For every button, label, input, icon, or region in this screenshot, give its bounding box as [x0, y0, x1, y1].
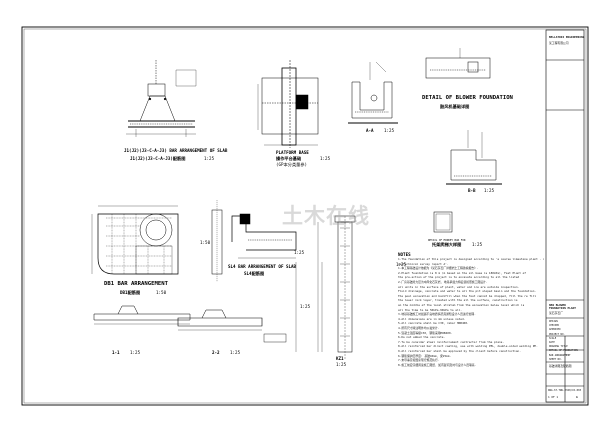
dim-mark: 1:25: [300, 304, 311, 309]
tb-row-label: PROJECT NO.: [549, 332, 565, 336]
section-2-2-scale: 1:25: [230, 350, 241, 355]
db1-scale: 1:50: [156, 290, 167, 295]
note-line: 9.All reinforced bar shall be approved b…: [398, 349, 521, 353]
tb-project: NEW BLOWER FOUNDATION PLANT: [549, 303, 576, 311]
note-line: all the time to be 50kPa-90kPa to all.: [398, 307, 462, 312]
section-a-a: [348, 61, 398, 124]
note-line: 5.混凝土强度等级C30, 钢筋采用HRB400.: [398, 330, 453, 335]
note-line: 6.Do not embed the concrete.: [398, 335, 446, 340]
note-line: 3.地基基础施工时如遇不良地质情况需通知设计人员进行处理.: [398, 312, 476, 317]
platform-base-title: PLATFORM BASE: [276, 150, 309, 155]
note-line: the lower rock layer, treated with the a…: [398, 298, 518, 303]
section-a-a-label: A-A: [366, 128, 374, 133]
note-line: 1.本工程基础设计依据为《某石灰石厂详细岩土工程勘察报告》.: [398, 266, 479, 271]
blower-title-cn: 鼓风机基础详图: [440, 104, 470, 109]
db1-title: DB1 BAR ARRANGEMENT: [104, 281, 168, 287]
note-line: 8.All reinforced bar direct coating, use…: [398, 344, 538, 349]
tb-drawing-title-cn: 基础详图及配筋图: [549, 364, 572, 368]
notes-heading: NOTES: [398, 252, 411, 257]
note-line: 2.厂房基础持力层为中风化石灰岩, 地基承载力特征值按照施工图设计.: [398, 280, 488, 284]
slab-j1-title: J1(J2)(J3-C-A-J3) BAR ARRANGEMENT OF SLA…: [124, 148, 228, 153]
section-1-1-scale: 1:25: [130, 350, 141, 355]
note-line: 5.All concrete shall be C30, rebar HRB40…: [398, 321, 469, 326]
section-2-2-label: 2-2: [212, 350, 220, 355]
note-line: 8.施工前应仔细阅读施工图纸, 如有疑问及时与设计人员联系.: [398, 362, 477, 367]
dim-mark: 1:25: [396, 262, 407, 267]
note-line: on the middle of the local stratum from …: [398, 303, 525, 307]
note-line: 7.To be consider steel reinforcement con…: [398, 339, 505, 344]
note-line: 4.所有尺寸除注明外均以毫米计.: [398, 326, 440, 330]
watermark-text: 土木在线: [282, 204, 370, 228]
tb-row-label: CHECKED: [549, 324, 560, 328]
tb-row-label: DESIGN: [549, 320, 558, 323]
monkey-bar-detail: [433, 211, 453, 233]
section-1-1-label: 1-1: [112, 350, 120, 355]
tb-row-label: DETAIL OF FOUNDATION: [549, 349, 578, 353]
note-line: all units in the surface of plant, water…: [398, 284, 520, 289]
sl4-scale: 1:25: [294, 250, 305, 255]
section-b-b-label: B-B: [468, 188, 476, 193]
small-column-detail: [211, 200, 223, 282]
column-elevation: [295, 262, 323, 352]
slab-j1-scale: 1:25: [204, 156, 215, 161]
section-2-2: [177, 309, 263, 331]
note-line: Fluid drainage, concrete and water to al…: [398, 289, 537, 294]
tb-row-label: DRAWING TITLE: [549, 345, 568, 349]
db1-title-cn: DB1配筋图: [120, 290, 141, 295]
section-b-b-scale: 1:25: [484, 188, 495, 193]
sl4-title: SL4 BAR ARRANGEMENT OF SLAB: [228, 264, 297, 269]
blower-title: DETAIL OF BLOWER FOUNDATION: [422, 95, 513, 101]
section-detail-small: [263, 333, 287, 343]
tb-row-label: SCALE: [549, 336, 557, 340]
note-line: 2.Plant foundation is 8 m (m based on th…: [398, 270, 526, 275]
kz1-column: [317, 215, 356, 360]
platform-base-title-cn: 操作平台基础: [276, 156, 302, 161]
tb-row-label: APPROVED: [549, 328, 561, 332]
note-line: 4.All dimensions are in mm unless noted.: [398, 316, 466, 321]
tb-row-label: BAR ARRANGEMENT: [549, 353, 571, 357]
monkey-bar-label: DETAIL OF MONKEY BAR FOR: [428, 239, 466, 242]
section-b-b: [446, 130, 502, 185]
platform-base-scale: 1:25: [320, 156, 331, 161]
dim-mark: 1:50: [200, 240, 211, 245]
slab-j1-title-cn: J1(J2)(J3-C-A-J3)配筋图: [130, 156, 186, 161]
tb-row-label: DATE: [549, 341, 555, 344]
platform-base-sub: (GP本分类量参): [276, 162, 308, 167]
note-line: 7.未尽事宜按国家现行规范执行.: [398, 358, 440, 363]
slab-j1-elevation: [126, 60, 197, 137]
kz1-label: KZ1: [336, 356, 344, 361]
tb-drawing-no: DWG-ST-TWU-2360/CO-003: [548, 389, 582, 392]
kz1-sub: 1:25: [336, 362, 347, 367]
section-a-a-scale: 1:25: [384, 128, 395, 133]
sl4-title-cn: SL4配筋图: [244, 271, 265, 276]
note-line: geotechnical survey report A'.: [398, 261, 449, 266]
notes-block: 1.The foundation of this project is desi…: [398, 258, 544, 370]
tb-company: BELLATRIX ENGINEERING: [549, 35, 585, 39]
db1-plan: [91, 205, 179, 275]
section-1-1: [93, 305, 191, 325]
tb-sheet: 1 OF 1: [548, 395, 559, 399]
monkey-bar-title-cn: 托架爬梯大样图: [432, 242, 462, 247]
platform-base-plan: [257, 60, 319, 148]
note-line: 1.The foundation of this project is desi…: [398, 258, 544, 261]
blower-foundation-detail: [425, 48, 491, 79]
sl4-slab: [231, 213, 297, 259]
tb-company-cn: 某工程有限公司: [549, 41, 569, 45]
note-line: 6.钢筋保护层厚度: 基础40mm, 梁25mm.: [398, 353, 452, 358]
tb-row-label: SHEET NO.: [549, 357, 562, 361]
tb-revision: A: [576, 395, 578, 399]
note-line: The pool excavation and backfill when th…: [398, 293, 537, 298]
tb-project-cn: 某石灰石厂: [549, 311, 563, 315]
monkey-bar-scale: 1:25: [472, 242, 483, 247]
note-line: the pre-action of the project is to exca…: [398, 275, 520, 280]
